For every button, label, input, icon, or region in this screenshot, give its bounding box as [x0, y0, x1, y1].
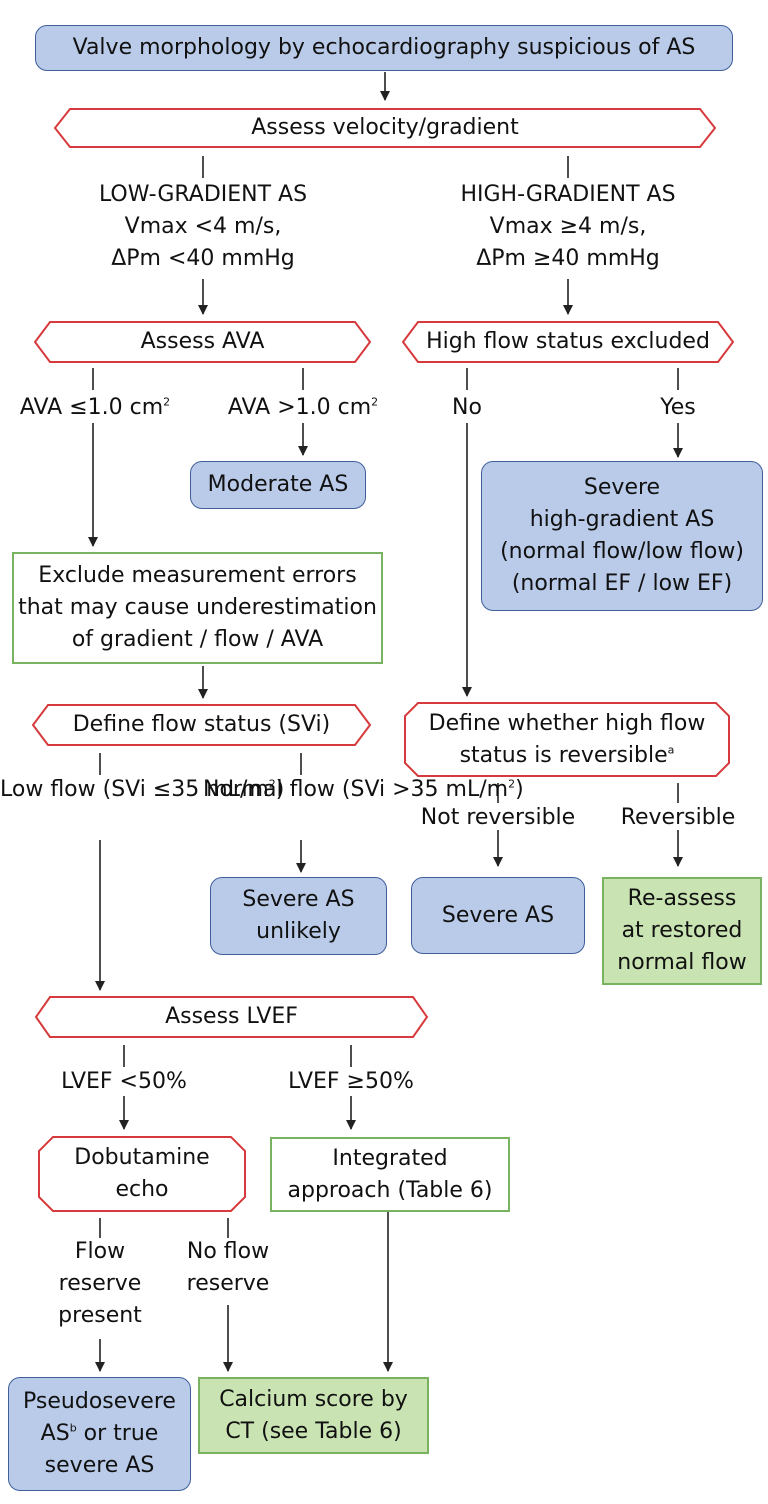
lvef-ge-label: LVEF ≥50%	[288, 1069, 414, 1094]
assess-gradient-shape	[53, 108, 717, 148]
start-node-text: Valve morphology by echocardiography sus…	[72, 35, 696, 61]
exclude-errors-node: Exclude measurement errors that may caus…	[12, 552, 383, 664]
pseudosevere-text-post: or true severe AS	[44, 1421, 159, 1478]
start-node: Valve morphology by echocardiography sus…	[35, 25, 733, 71]
lvef-lt-label: LVEF <50%	[61, 1069, 187, 1094]
define-reversible-footnote: a	[667, 743, 675, 757]
no-label: No	[452, 395, 482, 420]
high-flow-excluded-shape	[401, 321, 735, 363]
define-flow-text: Define flow status (SVi)	[72, 712, 331, 738]
yes-label: Yes	[660, 395, 696, 420]
low-gradient-label: LOW-GRADIENT AS Vmax <4 m/s, ΔPm <40 mmH…	[98, 182, 308, 271]
assess-gradient-node: Assess velocity/gradient	[55, 109, 715, 147]
define-reversible-shape	[404, 702, 730, 777]
integrated-node: Integrated approach (Table 6)	[270, 1137, 510, 1212]
pseudosevere-text-pre: Pseudosevere AS	[23, 1389, 176, 1447]
normal-flow-exponent: 2	[508, 777, 516, 791]
low-flow-label: Low flow (SVi ≤35 mL/m2)	[0, 774, 284, 806]
calcium-score-text: Calcium score by CT (see Table 6)	[219, 1386, 408, 1444]
ava-gt-text: AVA >1.0 cm	[227, 395, 372, 420]
pseudosevere-text: Pseudosevere ASb or true severe AS	[23, 1386, 176, 1482]
assess-lvef-shape	[34, 996, 429, 1038]
define-flow-node: Define flow status (SVi)	[33, 705, 370, 745]
pseudosevere-footnote: b	[69, 1421, 77, 1435]
define-flow-shape	[31, 704, 372, 746]
high-flow-excluded-text: High flow status excluded	[426, 329, 710, 355]
severe-as-unlikely-text: Severe AS unlikely	[242, 887, 355, 944]
reassess-text: Re-assess at restored normal flow	[617, 886, 747, 975]
moderate-as-text: Moderate AS	[207, 472, 349, 498]
normal-flow-close: )	[515, 777, 524, 802]
severe-as-text: Severe AS	[441, 902, 555, 928]
assess-ava-text: Assess AVA	[140, 329, 265, 355]
assess-gradient-text: Assess velocity/gradient	[251, 115, 519, 141]
normal-flow-label: Normal flow (SVi >35 mL/m2)	[203, 774, 524, 806]
decision-shapes	[31, 108, 735, 1212]
severe-high-gradient-text: Severe high-gradient AS (normal flow/low…	[500, 475, 744, 596]
assess-lvef-text: Assess LVEF	[165, 1004, 298, 1030]
no-flow-reserve-label: No flow reserve	[186, 1239, 270, 1296]
high-gradient-label: HIGH-GRADIENT AS Vmax ≥4 m/s, ΔPm ≥40 mm…	[460, 182, 676, 271]
low-flow-exponent: 2	[268, 777, 276, 791]
connector-lines	[88, 72, 683, 1372]
normal-flow-text: Normal flow (SVi >35 mL/m	[203, 777, 509, 802]
low-flow-close: )	[275, 777, 285, 802]
severe-as-unlikely-node: Severe AS unlikely	[210, 877, 387, 955]
pseudosevere-node: Pseudosevere ASb or true severe AS	[8, 1377, 191, 1491]
not-reversible-label: Not reversible	[420, 805, 576, 830]
define-reversible-node: Define whether high flow status is rever…	[405, 703, 729, 776]
high-flow-excluded-node: High flow status excluded	[403, 322, 733, 362]
dobutamine-node: Dobutamine echo	[39, 1137, 245, 1211]
dobutamine-text: Dobutamine echo	[74, 1145, 210, 1202]
moderate-as-node: Moderate AS	[190, 461, 366, 509]
assess-ava-shape	[33, 321, 372, 363]
low-flow-text: Low flow (SVi ≤35 mL/m	[0, 777, 269, 802]
define-reversible-main: Define whether high flow status is rever…	[428, 710, 706, 768]
calcium-score-node: Calcium score by CT (see Table 6)	[198, 1377, 429, 1454]
ava-le-label: AVA ≤1.0 cm2	[5, 392, 185, 424]
ava-gt-exponent: 2	[371, 395, 379, 409]
assess-lvef-node: Assess LVEF	[36, 997, 427, 1037]
exclude-errors-text: Exclude measurement errors that may caus…	[18, 563, 377, 652]
integrated-text: Integrated approach (Table 6)	[287, 1145, 493, 1203]
flow-reserve-present-label: Flow reserve present	[58, 1239, 142, 1328]
severe-high-gradient-node: Severe high-gradient AS (normal flow/low…	[481, 461, 763, 611]
assess-ava-node: Assess AVA	[35, 322, 370, 362]
ava-le-text: AVA ≤1.0 cm	[19, 395, 164, 420]
reassess-node: Re-assess at restored normal flow	[602, 877, 762, 985]
reversible-label: Reversible	[620, 805, 736, 830]
severe-as-node: Severe AS	[411, 877, 585, 954]
define-reversible-text: Define whether high flow status is rever…	[429, 708, 706, 772]
dobutamine-shape	[38, 1136, 246, 1212]
ava-le-exponent: 2	[163, 395, 171, 409]
ava-gt-label: AVA >1.0 cm2	[213, 392, 393, 424]
